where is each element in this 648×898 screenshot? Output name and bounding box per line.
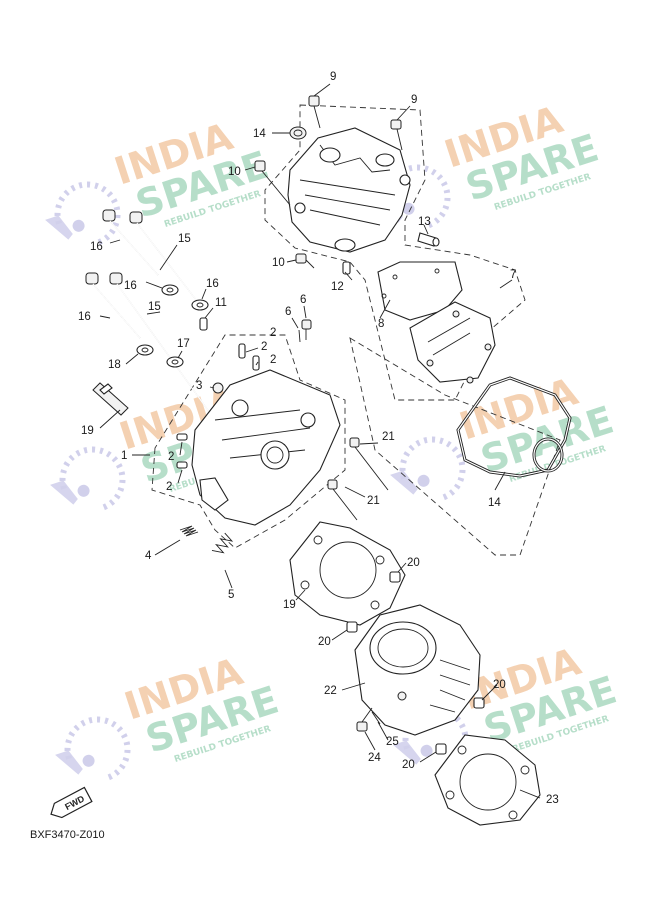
callout-16-b: 16 <box>124 280 137 292</box>
dowel-pin-11 <box>417 232 440 247</box>
stud-14-upper <box>129 211 201 306</box>
wrench-logo-icon <box>383 432 470 511</box>
bolt-9-top <box>308 95 321 129</box>
callout-10-right: 12 <box>331 281 344 293</box>
cylinder-22 <box>354 604 481 736</box>
callout-9-top: 9 <box>330 71 336 83</box>
callout-10-left: 11 <box>215 297 227 309</box>
wrench-logo-icon <box>48 712 135 791</box>
callout-6-left: 4 <box>145 550 152 562</box>
callout-16-a: 16 <box>206 278 219 290</box>
callout-15-lower: 16 <box>78 311 91 323</box>
callout-7: 7 <box>510 269 516 281</box>
watermark-top-left: INDIA SPARE REBUILD TOGETHER <box>31 114 274 264</box>
callout-13: 14 <box>488 497 501 509</box>
head-cover-body <box>287 127 411 253</box>
head-group-outline <box>151 334 346 549</box>
head-studs <box>85 209 216 421</box>
guides-2 <box>176 343 260 469</box>
dowel-10-right <box>342 261 351 275</box>
stud-15-lower <box>85 272 141 339</box>
callout-19-upper: 20 <box>407 557 420 569</box>
callout-2-c: 2 <box>270 354 276 366</box>
callout-9-right: 9 <box>411 94 417 106</box>
callout-14-upper: 15 <box>178 233 191 245</box>
fwd-direction-badge: FWD <box>50 786 93 819</box>
callout-8: 8 <box>378 318 384 330</box>
washers-16 <box>136 284 209 368</box>
screw-5 <box>298 329 301 343</box>
callout-18: 19 <box>283 599 296 611</box>
cover-gasket-13 <box>456 376 572 478</box>
callout-23: 23 <box>546 794 559 806</box>
bolt-9-bottom <box>295 253 315 269</box>
base-gasket-23 <box>434 734 541 826</box>
callout-24: 24 <box>368 752 381 764</box>
breather-plate <box>409 301 496 384</box>
dowels-20 <box>435 697 485 755</box>
baffle-plate-8 <box>377 261 463 321</box>
cylinder-head-cover <box>287 127 411 253</box>
callout-11: 13 <box>418 216 431 228</box>
gasket-group-outline <box>349 337 561 556</box>
callout-15-upper: 16 <box>90 241 103 253</box>
callout-2-e: 2 <box>166 481 172 493</box>
dowels-19 <box>346 571 401 633</box>
callout-16-c: 17 <box>177 338 190 350</box>
callout-5: 6 <box>285 306 291 318</box>
dowel-10-left <box>199 317 208 331</box>
callout-6-right: 5 <box>228 589 234 601</box>
studs-21 <box>327 437 389 521</box>
bolt-9-left <box>254 160 291 206</box>
grommet-12 <box>289 126 307 140</box>
bolt-9-right <box>390 119 403 151</box>
stud-15-upper <box>102 209 159 276</box>
callout-2-a: 2 <box>270 327 276 339</box>
stud-14-lower <box>109 272 216 421</box>
callout-9-bottom: 10 <box>272 257 285 269</box>
callout-20-lower: 20 <box>402 759 415 771</box>
small-parts <box>176 261 351 469</box>
callout-25: 25 <box>386 736 399 748</box>
head-gasket-18 <box>289 521 406 626</box>
callout-2-b: 2 <box>261 341 267 353</box>
callout-labels: 9 9 14 10 13 10 7 12 8 14 15 16 16 16 15… <box>78 71 559 806</box>
callout-12: 14 <box>253 128 266 140</box>
cover-bolts-9 <box>254 95 403 269</box>
spark-plug-17 <box>92 382 129 416</box>
callout-14-lower: 15 <box>148 301 161 313</box>
watermark-bottom-left: INDIA SPARE REBUILD TOGETHER <box>41 649 284 799</box>
callout-3: 3 <box>196 380 202 392</box>
callout-22: 22 <box>324 685 337 697</box>
plug-3 <box>212 382 224 394</box>
callout-21-lower: 21 <box>367 495 380 507</box>
callout-17: 19 <box>81 425 94 437</box>
callout-21-upper: 21 <box>382 431 395 443</box>
callout-9-left: 10 <box>228 166 241 178</box>
callout-4: 6 <box>300 294 306 306</box>
callout-20-upper: 20 <box>493 679 506 691</box>
diagram-code: BXF3470-Z010 <box>30 829 105 841</box>
callout-1: 1 <box>121 450 127 462</box>
bolt-24 <box>356 707 373 732</box>
cylinder-head-1 <box>191 369 341 526</box>
callout-19-lower: 20 <box>318 636 331 648</box>
springs-6 <box>179 525 234 554</box>
watermark-mid-right: INDIA SPARE REBUILD TOGETHER <box>376 369 619 519</box>
leader-lines <box>99 83 541 799</box>
callout-2-d: 2 <box>168 451 174 463</box>
pin-25 <box>371 711 381 725</box>
callout-16-d: 18 <box>108 359 121 371</box>
wrench-logo-icon <box>43 442 130 521</box>
bolt-4 <box>301 319 312 340</box>
